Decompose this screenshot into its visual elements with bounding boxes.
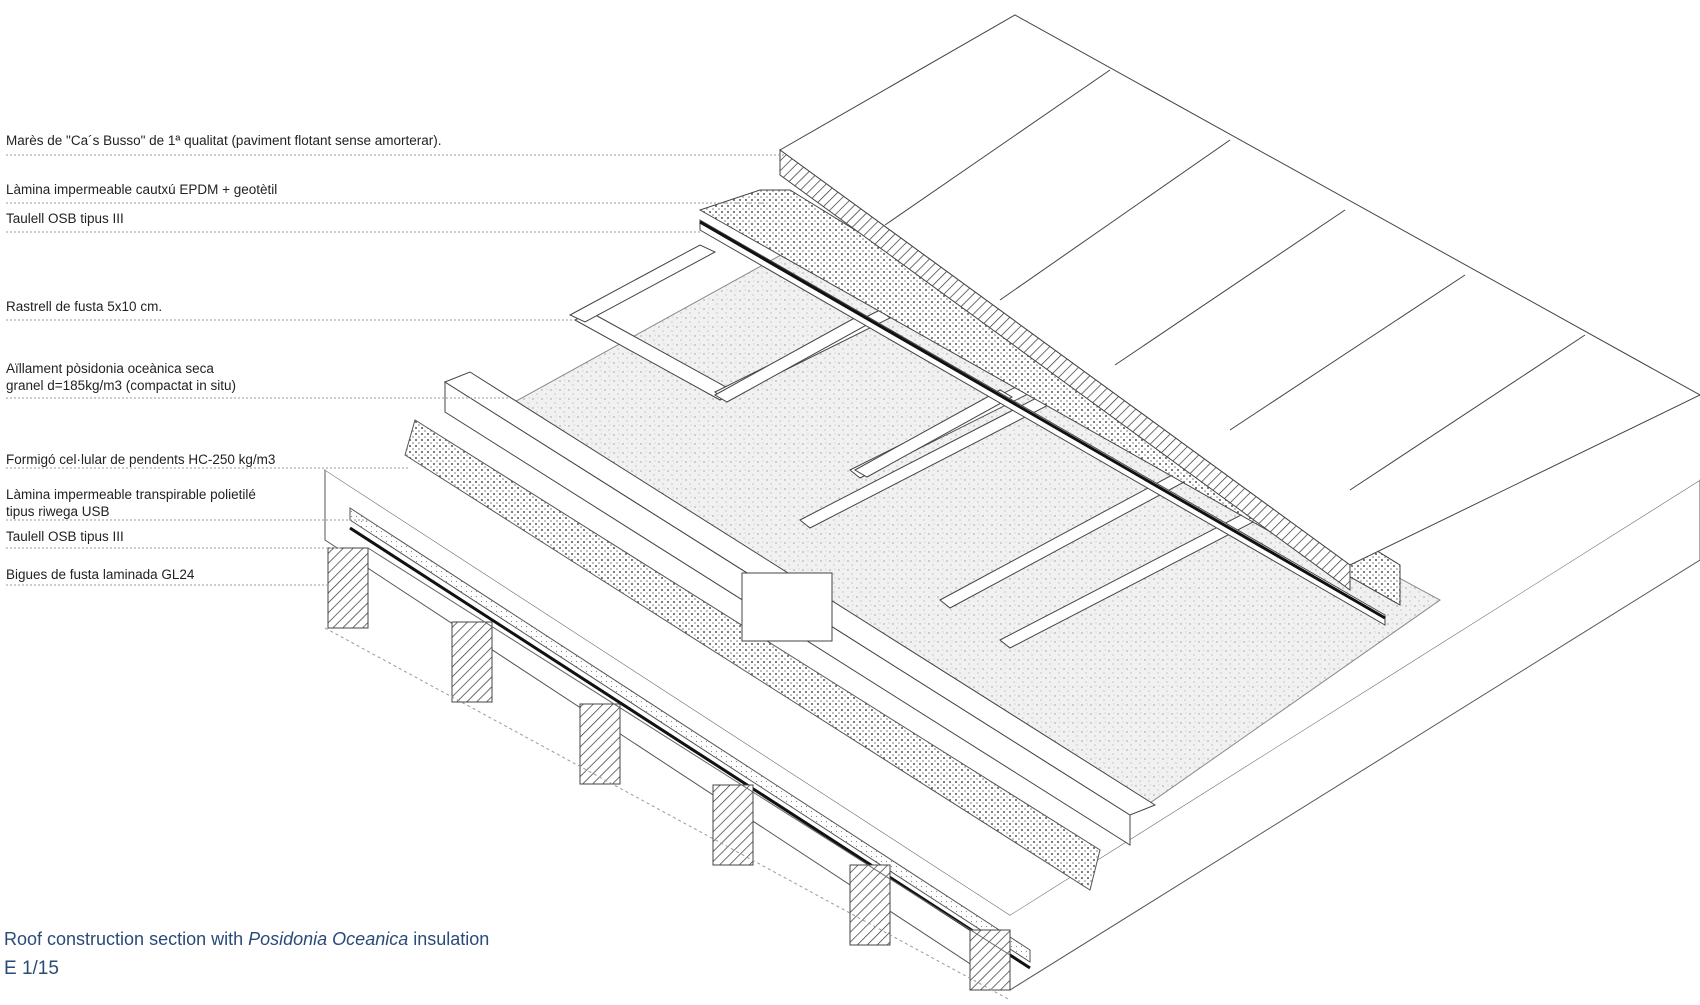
osb-bottom-dark-line bbox=[349, 526, 1031, 970]
label-osb-top: Taulell OSB tipus III bbox=[6, 210, 124, 227]
beam-line bbox=[367, 547, 1011, 956]
label-leader-lines-group bbox=[6, 154, 785, 586]
formigo-celular-layer bbox=[404, 419, 1101, 891]
beam-section bbox=[849, 864, 891, 946]
rastrell-top bbox=[568, 244, 717, 323]
label-aillament: Aïllament pòsidonia oceànica seca granel… bbox=[6, 360, 236, 394]
beam-section bbox=[327, 547, 369, 629]
slab-joint bbox=[1349, 334, 1586, 491]
laminated-beams-group bbox=[324, 547, 1011, 1001]
beam-section bbox=[451, 621, 493, 703]
label-line: Taulell OSB tipus III bbox=[6, 211, 124, 226]
label-line: Làmina impermeable cautxú EPDM + geotèti… bbox=[6, 182, 278, 197]
slab-joint bbox=[1114, 209, 1346, 366]
label-line: Formigó cel·lular de pendents HC-250 kg/… bbox=[6, 452, 276, 467]
lower-layers-group bbox=[324, 35, 1700, 991]
label-line: Làmina impermeable transpirable polietil… bbox=[6, 487, 256, 502]
label-line: tipus riwega USB bbox=[6, 504, 110, 519]
upper-layers-group bbox=[698, 14, 1700, 626]
label-rastrell: Rastrell de fusta 5x10 cm. bbox=[6, 298, 162, 315]
label-line: Bigues de fusta laminada GL24 bbox=[6, 567, 195, 582]
label-line: Aïllament pòsidonia oceànica seca bbox=[6, 361, 214, 376]
label-epdm-membrane: Làmina impermeable cautxú EPDM + geotèti… bbox=[6, 181, 277, 198]
rastrell-lower bbox=[853, 389, 1014, 478]
timber-battens-group bbox=[443, 244, 1281, 846]
caption-title-italic: Posidonia Oceanica bbox=[248, 929, 409, 949]
label-osb-bottom: Taulell OSB tipus III bbox=[6, 528, 124, 545]
label-bigues: Bigues de fusta laminada GL24 bbox=[6, 566, 194, 583]
label-lamina-polietile: Làmina impermeable transpirable polietil… bbox=[6, 486, 256, 520]
beam-section bbox=[969, 929, 1011, 991]
caption-scale: E 1/15 bbox=[4, 958, 59, 979]
mares-paving-edge bbox=[779, 149, 1351, 591]
slab-joint bbox=[999, 139, 1231, 301]
label-line: Marès de "Ca´s Busso" de 1ª qualitat (pa… bbox=[6, 133, 442, 148]
beam-section bbox=[579, 703, 621, 785]
polietile-membrane-layer bbox=[349, 507, 1031, 963]
label-line: Rastrell de fusta 5x10 cm. bbox=[6, 299, 163, 314]
beam-line bbox=[324, 627, 1011, 1001]
osb-top-dark-line bbox=[699, 220, 1386, 620]
slab-joint bbox=[1229, 274, 1466, 431]
connector-plate bbox=[741, 572, 833, 642]
label-line: Taulell OSB tipus III bbox=[6, 529, 124, 544]
caption-title-end: insulation bbox=[408, 929, 490, 949]
label-line: granel d=185kg/m3 (compactat in situ) bbox=[6, 378, 236, 393]
label-formigo: Formigó cel·lular de pendents HC-250 kg/… bbox=[6, 451, 275, 468]
label-mares-paving: Marès de "Ca´s Busso" de 1ª qualitat (pa… bbox=[6, 132, 442, 149]
slab-joint bbox=[884, 69, 1111, 226]
caption-title: Roof construction section with Posidonia… bbox=[4, 929, 489, 950]
beam-section bbox=[712, 784, 754, 866]
caption-title-start: Roof construction section with bbox=[4, 929, 249, 949]
